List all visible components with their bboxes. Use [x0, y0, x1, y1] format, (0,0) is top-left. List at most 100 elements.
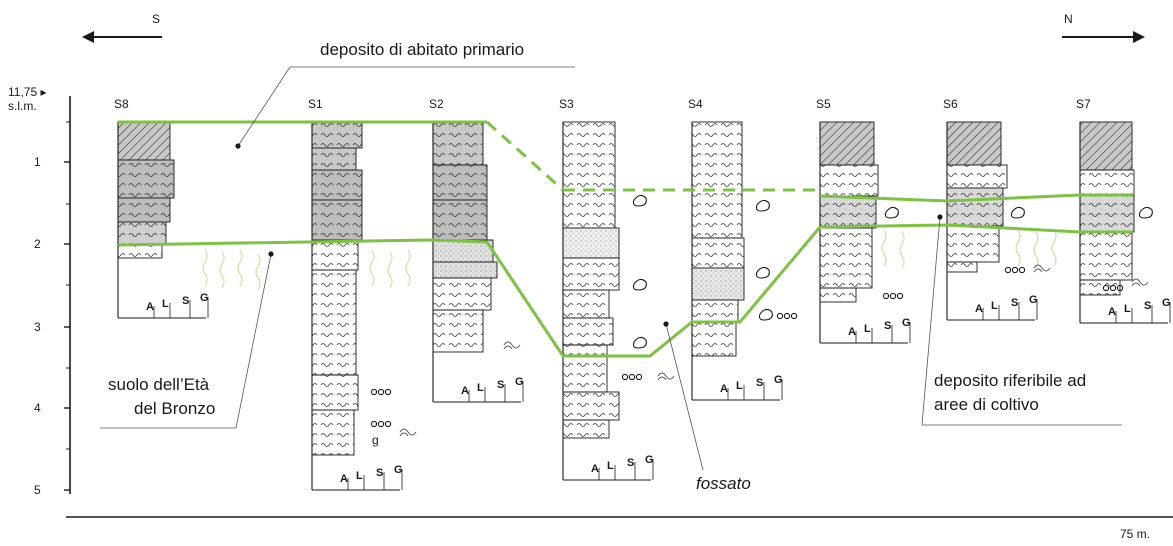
layer — [562, 289, 610, 319]
pebble-icon — [755, 199, 770, 212]
layer — [311, 169, 363, 201]
grain-size-label: L — [607, 460, 614, 472]
layer — [311, 121, 363, 149]
root-trace — [202, 249, 208, 287]
cultivation-label-line2: aree di coltivo — [934, 395, 1039, 414]
gravel-icon — [776, 312, 784, 320]
layer — [562, 227, 620, 259]
gravel-g-mark: g — [372, 433, 379, 447]
gravel-icon — [628, 373, 636, 381]
pebble-icon — [884, 206, 899, 219]
grain-size-label: A — [591, 463, 599, 475]
lower-boundary — [117, 193, 1133, 358]
root-trace — [387, 251, 393, 289]
layer — [691, 321, 737, 357]
grain-size-label: S — [627, 457, 634, 469]
layer — [311, 409, 355, 456]
layer — [691, 267, 745, 301]
upper-boundary — [118, 120, 820, 192]
layer — [819, 287, 857, 303]
gravel-icon — [1109, 284, 1117, 292]
layer — [311, 147, 357, 171]
leader-lines — [100, 66, 1122, 471]
depth-tick-label: 2 — [34, 237, 41, 251]
borehole-label: S6 — [943, 97, 958, 111]
grain-size-label: S — [884, 320, 891, 332]
pebble-icon — [758, 308, 773, 321]
layer — [1079, 231, 1133, 281]
pebble-icon — [632, 194, 647, 207]
wavy-mark-icon — [1131, 278, 1149, 287]
layer — [432, 261, 498, 279]
grain-size-label: G — [1162, 297, 1171, 309]
root-trace — [1051, 229, 1057, 267]
borehole-label: S1 — [308, 97, 323, 111]
primary-deposit-label: deposito di abitato primario — [320, 40, 524, 59]
layer — [1079, 169, 1135, 197]
layer — [691, 237, 745, 269]
layer — [562, 419, 610, 439]
layer — [117, 244, 163, 259]
grain-size-label: G — [200, 292, 209, 304]
depth-tick-label: 4 — [34, 401, 41, 415]
layer — [562, 391, 620, 421]
layer — [946, 225, 1000, 263]
pebble-icon — [1010, 206, 1025, 219]
layer — [562, 344, 608, 393]
grain-size-label: A — [340, 473, 348, 485]
grain-size-label: L — [477, 382, 484, 394]
layer — [432, 121, 484, 166]
wavy-mark-icon — [657, 372, 675, 381]
layer — [946, 121, 1002, 166]
gravel-icon — [370, 420, 378, 428]
gravel-icon — [384, 388, 392, 396]
layer — [819, 121, 875, 166]
gravel-icon — [621, 373, 629, 381]
borehole-label: S2 — [429, 97, 444, 111]
root-trace — [219, 251, 225, 289]
soil-label-line2: del Bronzo — [134, 399, 215, 418]
cultivation-label-line1: deposito riferibile ad — [934, 371, 1086, 390]
grain-size-label: S — [1011, 297, 1018, 309]
gravel-icon — [1116, 284, 1124, 292]
layer — [432, 309, 484, 353]
layer — [691, 299, 739, 323]
grain-size-label: A — [720, 383, 728, 395]
grain-size-label: A — [1108, 306, 1116, 318]
grain-size-label: G — [1029, 294, 1038, 306]
layer — [562, 317, 614, 346]
ditch-label: fossato — [696, 474, 751, 493]
axis-top-unit: s.l.m. — [8, 99, 37, 113]
gravel-icon — [1011, 266, 1019, 274]
layer — [117, 197, 171, 223]
depth-tick-label: 3 — [34, 320, 41, 334]
borehole-label: S7 — [1076, 97, 1091, 111]
root-trace — [1015, 229, 1021, 267]
leader-dots — [235, 143, 943, 327]
wavy-mark-icon — [1033, 264, 1051, 273]
grain-size-label: L — [162, 298, 169, 310]
grain-size-label: A — [975, 303, 983, 315]
gravel-icon — [896, 292, 904, 300]
layer — [311, 269, 357, 376]
borehole-label: S4 — [688, 97, 703, 111]
grain-size-label: S — [376, 467, 383, 479]
borehole-label: S3 — [559, 97, 574, 111]
layer — [311, 239, 359, 271]
layer — [117, 121, 171, 161]
layer — [432, 199, 488, 241]
depth-tick-label: 5 — [34, 483, 41, 497]
gravel-icon — [370, 388, 378, 396]
pebble-icon — [632, 278, 647, 291]
layer — [562, 257, 620, 291]
pebble-icon — [755, 266, 770, 279]
layer — [946, 164, 1008, 189]
layer — [1079, 121, 1133, 171]
grain-size-label: A — [461, 385, 469, 397]
south-label: S — [152, 12, 160, 26]
